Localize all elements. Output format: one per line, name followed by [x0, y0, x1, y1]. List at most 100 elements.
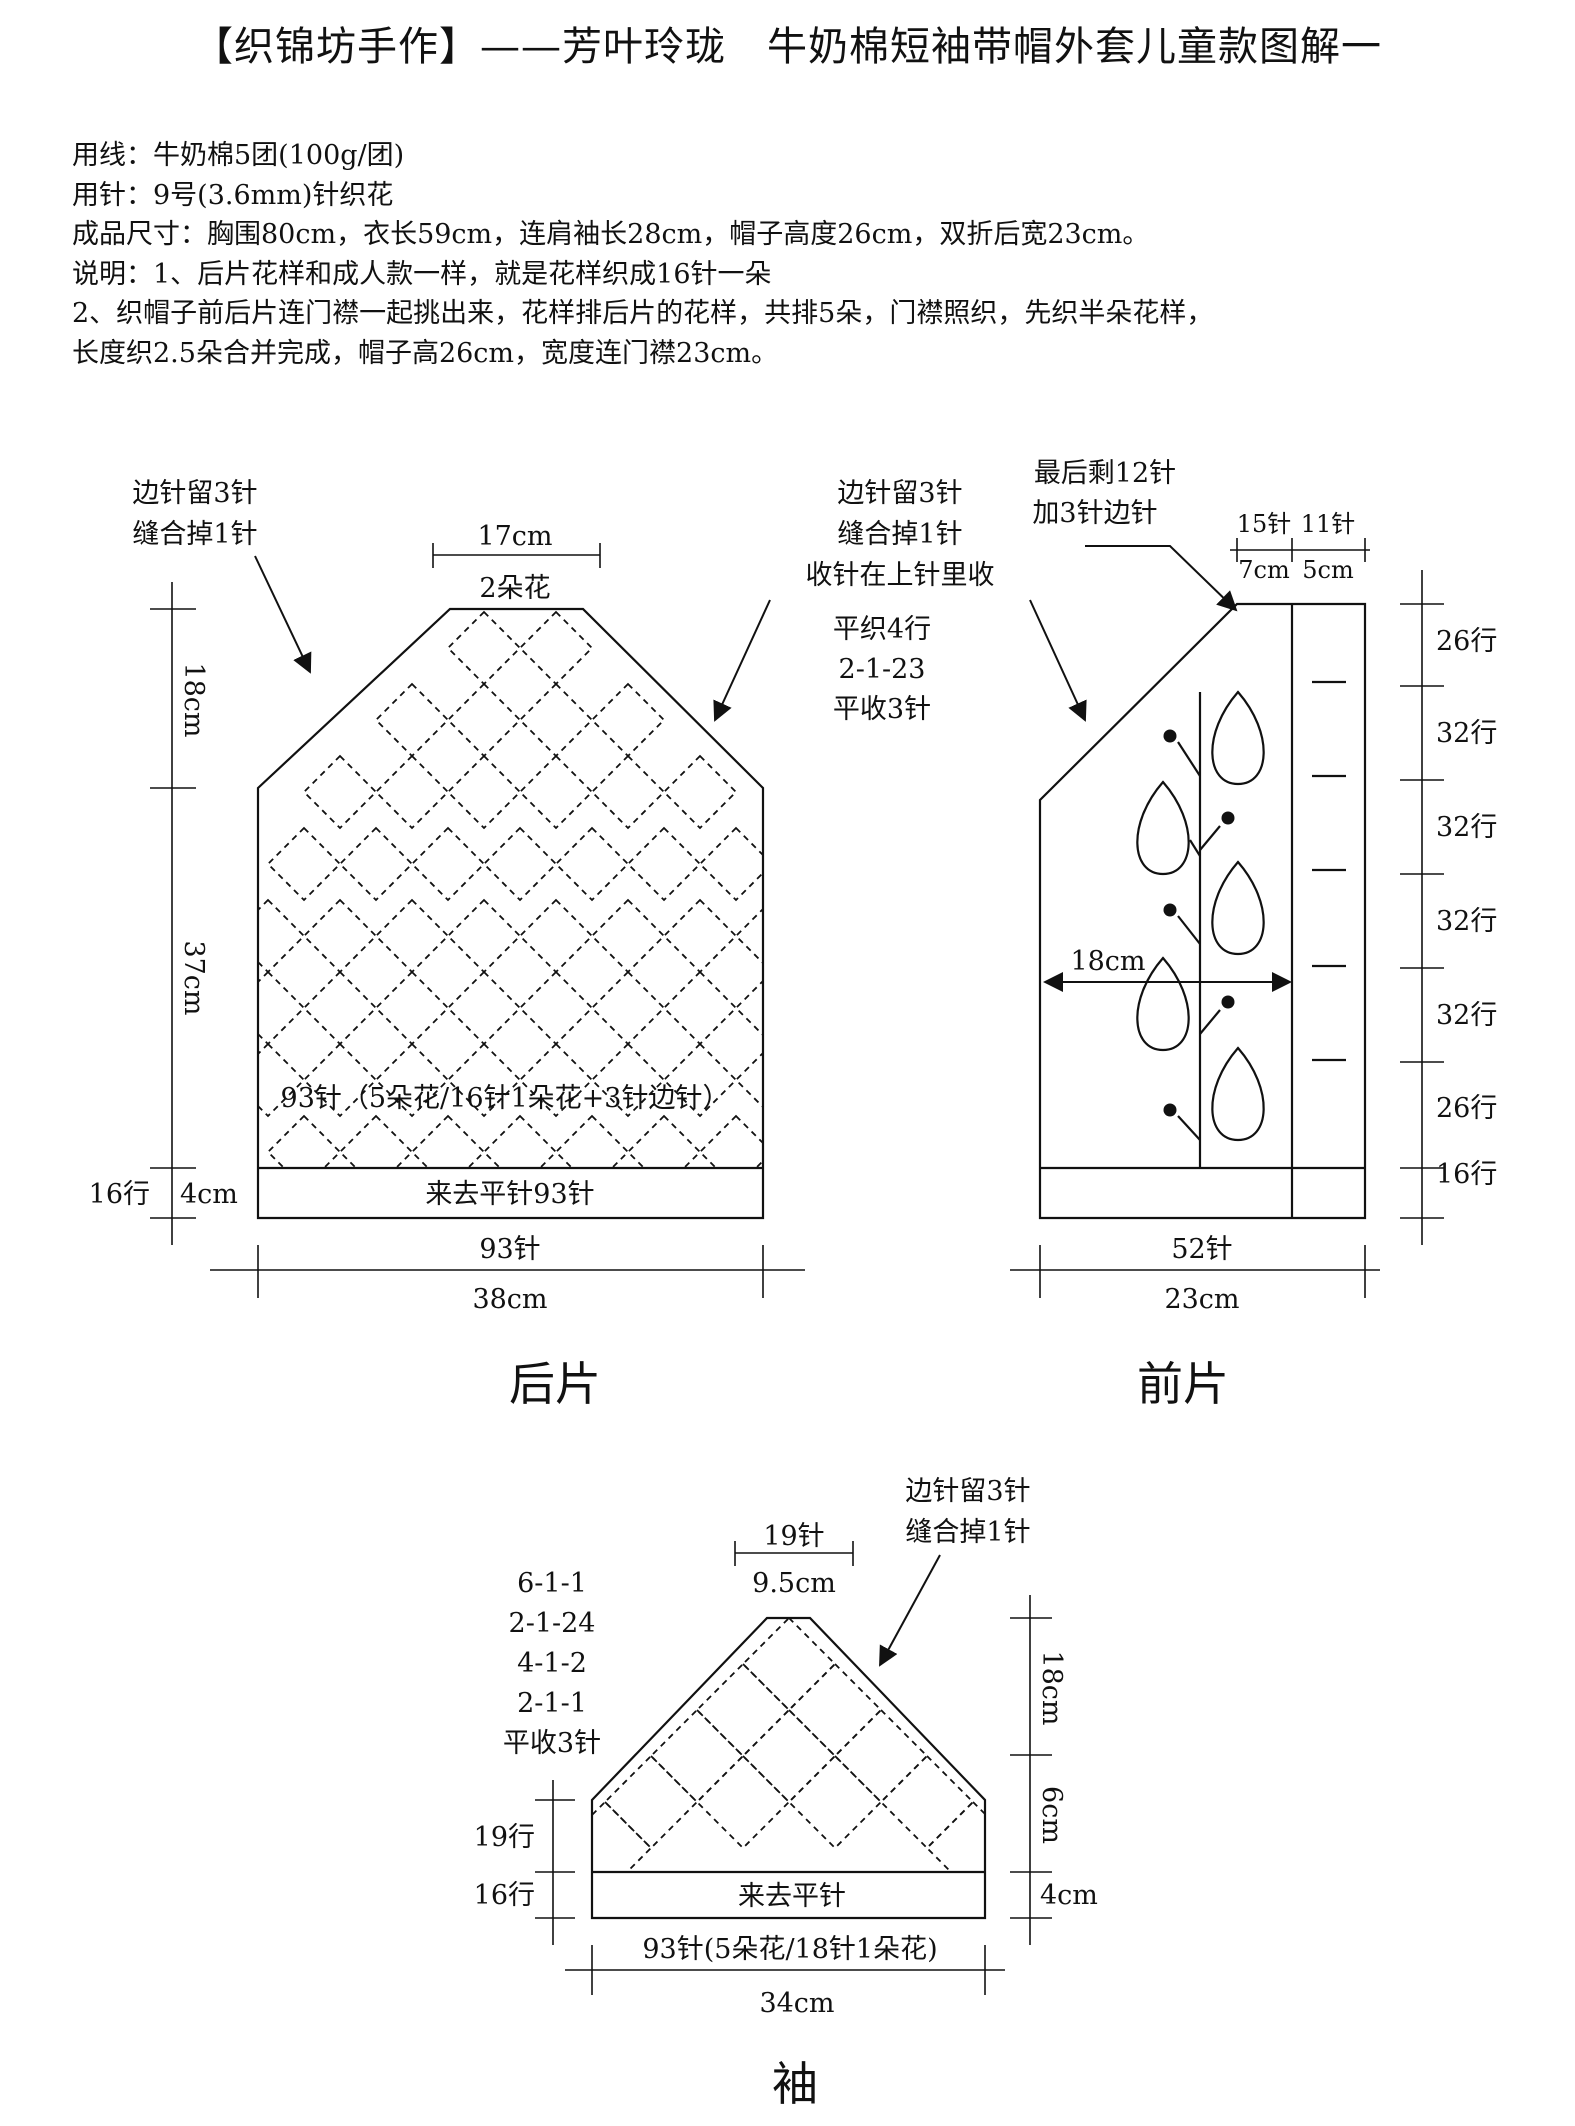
diamond-motif: [446, 682, 522, 758]
diamond-motif: [258, 898, 306, 974]
diamond-motif: [925, 1800, 985, 1872]
diamond-motif: [741, 1618, 837, 1712]
note-instruction-1: 说明：1、后片花样和成人款一样，就是花样织成16针一朵: [72, 258, 772, 290]
front-callout-arrow: [1085, 545, 1238, 612]
diamond-motif: [266, 1114, 342, 1168]
front-piece: 18cm 最后剩12针 加3针边针 15针 11针 7cm 5cm 26行 32…: [1010, 458, 1497, 1411]
sleeve-callout-arrow: [879, 1554, 941, 1667]
diamond-motif: [662, 970, 738, 1046]
sleeve-top-stitches: 19针: [763, 1521, 824, 1552]
back-rib-label: 来去平针93针: [425, 1179, 594, 1210]
diamond-motif: [446, 1042, 522, 1118]
front-rows-3: 32行: [1436, 812, 1497, 843]
pattern-notes: 用线：牛奶棉5团(100g/团) 用针：9号(3.6mm)针织花 成品尺寸：胸围…: [72, 136, 1213, 373]
shared-arrow-right: [1029, 599, 1087, 722]
diamond-motif: [374, 898, 450, 974]
leaf-motif-group: [1136, 690, 1265, 1142]
note-yarn: 用线：牛奶棉5团(100g/团): [72, 140, 405, 171]
back-callout-arrow: [254, 555, 312, 674]
diamond-motif: [374, 1042, 450, 1118]
back-bottom-cm: 38cm: [472, 1284, 547, 1315]
front-top-cm-b: 5cm: [1302, 556, 1354, 584]
diamond-motif: [741, 1708, 837, 1804]
diamond-motif: [734, 898, 763, 974]
shared-callout-line-2: 缝合掉1针: [837, 519, 962, 550]
document-title: 【织锦坊手作】——芳叶玲珑 牛奶棉短袖带帽外套儿童款图解一: [193, 24, 1382, 70]
sleeve-rib-label: 来去平针: [738, 1881, 846, 1912]
back-diamond-pattern: [258, 610, 763, 1168]
leaf-motif: [1136, 956, 1190, 1052]
diamond-motif: [266, 826, 342, 902]
diamond-motif: [590, 1042, 666, 1118]
shared-callout-line-1: 边针留3针: [837, 478, 962, 509]
leaf-motif: [1136, 780, 1190, 876]
sleeve-diamond-pattern: [592, 1618, 985, 1872]
leaf-stem: [1199, 1009, 1221, 1035]
back-rib-cm: 4cm: [180, 1179, 238, 1210]
sleeve-bottom-stitches: 93针(5朵花/18针1朵花): [642, 1934, 937, 1965]
sleeve-callout-line-1: 边针留3针: [905, 1476, 1030, 1507]
diamond-motif: [374, 970, 450, 1046]
front-top-cm-a: 7cm: [1238, 556, 1290, 584]
leaf-motif: [1211, 860, 1265, 956]
sleeve-right-cm-3: 4cm: [1040, 1880, 1098, 1911]
front-rows-4: 32行: [1436, 906, 1497, 937]
diamond-motif: [590, 970, 666, 1046]
sleeve-piece-label: 袖: [772, 2057, 818, 2111]
diamond-motif: [879, 1754, 975, 1850]
front-outline: [1038, 602, 1367, 1220]
diamond-motif: [603, 1754, 699, 1850]
front-width-cm: 18cm: [1070, 946, 1145, 977]
back-upper-cm: 18cm: [178, 662, 209, 737]
front-callout-line-2: 加3针边针: [1032, 498, 1157, 529]
back-top-cm: 17cm: [477, 521, 552, 552]
diamond-motif: [258, 970, 306, 1046]
sleeve-bottom-cm: 34cm: [759, 1988, 834, 2019]
diamond-motif: [374, 754, 450, 830]
back-outline: [256, 607, 765, 1220]
diamond-motif: [302, 970, 378, 1046]
shared-callout-line-3: 收针在上针里收: [806, 560, 995, 591]
back-lower-cm: 37cm: [178, 940, 209, 1015]
back-callout-line-2: 缝合掉1针: [132, 519, 257, 550]
sleeve-piece: 19针 9.5cm 6-1-1 2-1-24 4-1-2 2-1-1 平收3针 …: [474, 1476, 1098, 2111]
diamond-motif: [302, 754, 378, 830]
front-top-stitches-a: 15针: [1237, 510, 1292, 538]
back-piece: 17cm 2朵花 18cm 37cm 16行 4cm 边针留3针 缝合掉1针 9…: [89, 478, 805, 1411]
sleeve-step-1: 6-1-1: [517, 1568, 587, 1599]
diamond-motif: [590, 682, 666, 758]
diamond-motif: [518, 1042, 594, 1118]
diamond-motif: [592, 1800, 653, 1872]
diamond-motif: [302, 1042, 378, 1118]
back-top-motifs: 2朵花: [479, 573, 550, 604]
diamond-motif: [518, 754, 594, 830]
front-bottom-stitches: 52针: [1171, 1234, 1232, 1265]
sleeve-right-cm-2: 6cm: [1036, 1786, 1067, 1844]
diamond-motif: [554, 826, 630, 902]
dot-marker: [1163, 903, 1177, 917]
diamond-motif: [787, 1754, 883, 1850]
diamond-motif: [374, 682, 450, 758]
leaf-stem: [1189, 839, 1201, 857]
diamond-motif: [518, 898, 594, 974]
diamond-motif: [518, 610, 594, 686]
diamond-motif: [662, 898, 738, 974]
sleeve-step-3: 4-1-2: [517, 1648, 587, 1679]
note-instruction-3: 长度织2.5朵合并完成，帽子高26cm，宽度连门襟23cm。: [72, 337, 779, 369]
sleeve-outline: [590, 1616, 987, 1920]
decrease-step-2: 2-1-23: [839, 654, 926, 685]
front-top-stitches-b: 11针: [1301, 510, 1356, 538]
diamond-motif: [734, 1042, 763, 1118]
diamond-motif: [698, 1114, 763, 1168]
dot-marker: [1163, 729, 1177, 743]
front-rows-1: 26行: [1436, 626, 1497, 657]
diamond-motif: [410, 1114, 486, 1168]
dot-marker: [1221, 995, 1235, 1009]
front-bottom-cm: 23cm: [1164, 1284, 1239, 1315]
diamond-motif: [482, 826, 558, 902]
diamond-motif: [338, 1114, 414, 1168]
diamond-motif: [734, 970, 763, 1046]
sleeve-right-cm-1: 18cm: [1036, 1650, 1067, 1725]
diamond-motif: [698, 826, 763, 902]
diamond-motif: [446, 970, 522, 1046]
